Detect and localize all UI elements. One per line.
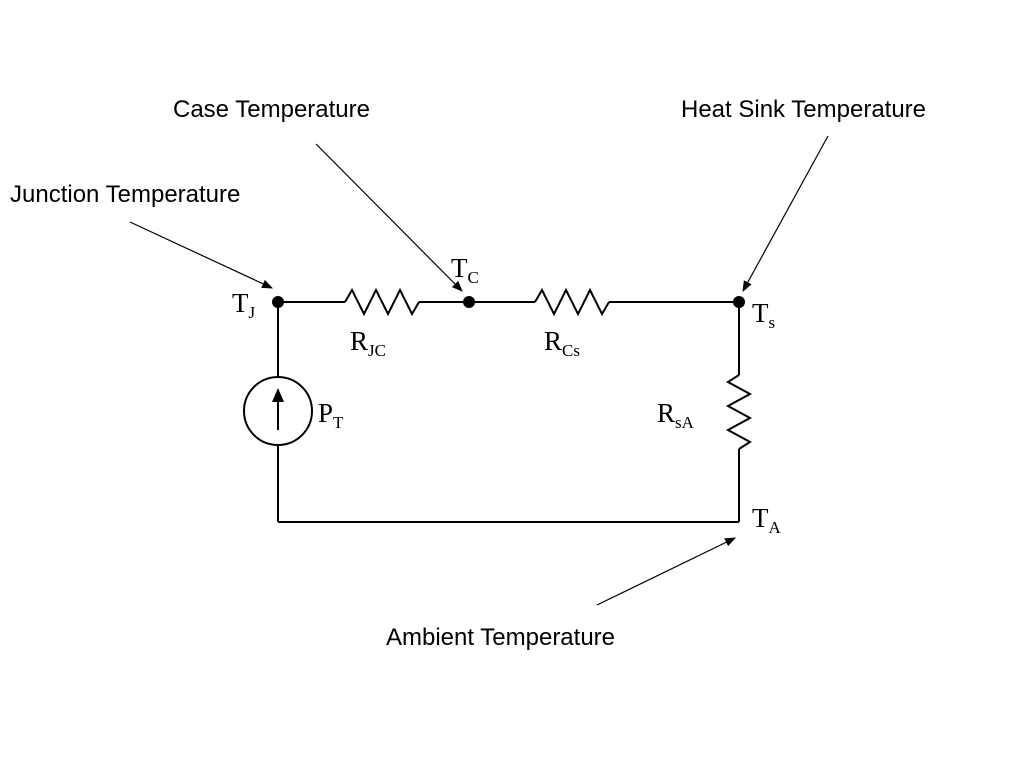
resistor-rcs: [534, 287, 610, 317]
resistor-rjc-label: RJC: [350, 326, 386, 360]
node-tj-dot: [272, 296, 284, 308]
resistor-rsa-label: RsA: [657, 398, 695, 432]
ambient-leader-arrow: [596, 537, 736, 606]
current-source-arrow-icon: [272, 388, 284, 402]
junction-temperature-label: Junction Temperature: [10, 181, 240, 208]
heat-sink-temperature-label: Heat Sink Temperature: [681, 96, 926, 123]
resistor-rjc: [344, 287, 420, 317]
resistor-rcs-label: RCs: [544, 326, 580, 360]
case-temperature-label: Case Temperature: [173, 96, 370, 123]
node-tc-symbol: TC: [451, 253, 479, 287]
heat-sink-leader-arrow: [742, 135, 829, 292]
node-tc-dot: [463, 296, 475, 308]
resistor-rsa: [725, 374, 753, 450]
node-ta-symbol: TA: [752, 503, 782, 537]
node-ts-dot: [733, 296, 745, 308]
node-ts-symbol: Ts: [752, 298, 775, 332]
junction-leader-arrow: [129, 221, 273, 289]
case-leader-arrow: [315, 143, 463, 292]
current-source-label: PT: [318, 398, 344, 432]
node-tj-symbol: TJ: [232, 288, 256, 322]
ambient-temperature-label: Ambient Temperature: [386, 624, 615, 651]
